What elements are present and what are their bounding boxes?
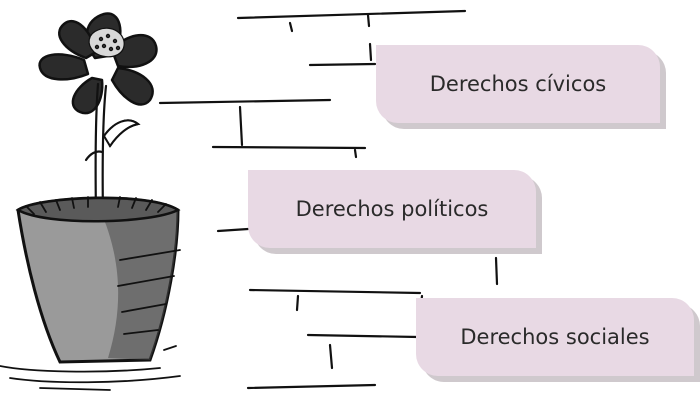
label-derechos-politicos: Derechos políticos xyxy=(248,170,542,254)
card-face xyxy=(376,45,660,123)
card-face xyxy=(248,170,536,248)
label-text: Derechos sociales xyxy=(460,325,650,349)
label-derechos-sociales: Derechos sociales xyxy=(416,298,700,382)
label-text: Derechos políticos xyxy=(295,197,489,221)
card-face xyxy=(416,298,694,376)
label-text: Derechos cívicos xyxy=(429,72,607,96)
label-derechos-civicos: Derechos cívicos xyxy=(376,45,666,129)
